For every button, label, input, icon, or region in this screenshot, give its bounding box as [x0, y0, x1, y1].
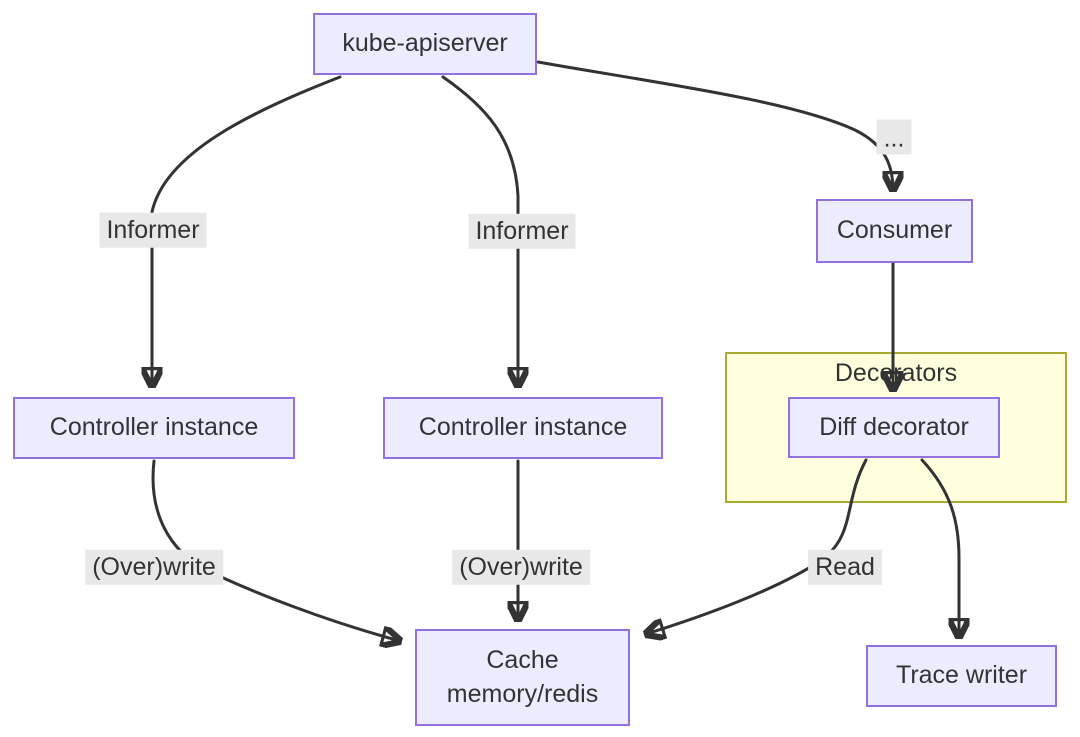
node-cache-label-line1: Cache: [486, 645, 559, 674]
node-cache-label-line2: memory/redis: [446, 679, 599, 708]
node-diff-decorator: Diff decorator: [788, 397, 1000, 458]
edge-diff-decorator-to-trace-writer: [920, 458, 959, 637]
node-trace-writer: Trace writer: [866, 645, 1057, 707]
node-controller-instance-left: Controller instance: [13, 397, 295, 459]
edge-label-ellipsis: ...: [876, 119, 912, 155]
node-trace-writer-label: Trace writer: [895, 661, 1028, 690]
edge-label-read: Read: [808, 549, 882, 585]
node-consumer: Consumer: [816, 199, 973, 263]
edge-label-overwrite-mid: (Over)write: [452, 549, 590, 585]
node-controller-instance-left-label: Controller instance: [49, 413, 259, 442]
node-kube-apiserver: kube-apiserver: [313, 13, 537, 75]
node-controller-instance-mid: Controller instance: [383, 397, 663, 459]
edge-label-overwrite-left: (Over)write: [85, 549, 223, 585]
node-kube-apiserver-label: kube-apiserver: [342, 29, 508, 58]
edge-kube-to-controller-left: [152, 75, 342, 386]
edge-label-informer-left: Informer: [99, 212, 207, 248]
node-consumer-label: Consumer: [836, 216, 953, 245]
edge-diff-decorator-to-cache: [646, 458, 868, 634]
node-diff-decorator-label: Diff decorator: [819, 412, 969, 441]
edge-label-informer-mid: Informer: [468, 213, 576, 249]
node-controller-instance-mid-label: Controller instance: [418, 413, 628, 442]
edge-kube-to-consumer: [536, 60, 893, 190]
node-cache-memory-redis: Cache memory/redis: [415, 629, 630, 726]
edge-kube-to-controller-mid: [441, 75, 518, 386]
